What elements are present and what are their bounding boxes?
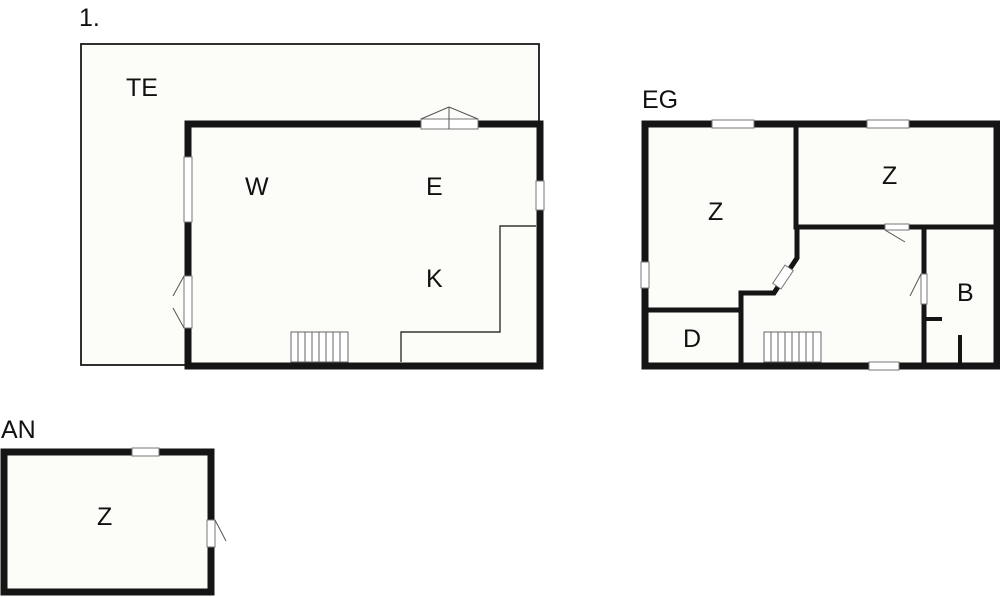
ground-door-upper-right xyxy=(884,223,910,231)
upper-interior-floor xyxy=(188,124,540,366)
kitchen-counter xyxy=(400,225,536,362)
level-label-ground: EG xyxy=(642,86,678,114)
ground-window-left xyxy=(640,261,650,289)
ground-interior-floor xyxy=(645,124,997,366)
ground-window-bottom xyxy=(868,361,900,371)
annex-door-right xyxy=(206,519,216,548)
room-label-ground-right: Z xyxy=(882,162,897,190)
room-label-living: W xyxy=(245,173,269,201)
ground-window-top-left xyxy=(711,119,755,129)
ground-floor-plan: EG Z Z D B xyxy=(640,86,1000,371)
annex-floor-plan: AN Z xyxy=(0,416,227,596)
room-label-ground-left: Z xyxy=(708,198,723,226)
ground-window-top-right xyxy=(866,119,910,129)
upper-window-left xyxy=(183,156,193,223)
annex-window-top xyxy=(131,447,160,457)
upper-window-right xyxy=(535,180,545,211)
annex-interior-floor xyxy=(4,452,211,592)
room-label-annex: Z xyxy=(97,503,112,531)
upper-exterior-wall xyxy=(184,120,544,370)
upper-door-left xyxy=(183,275,193,329)
ground-door-diagonal xyxy=(772,264,794,290)
room-label-storage: D xyxy=(683,325,701,353)
room-label-terrace: TE xyxy=(126,74,158,102)
ground-door-bath xyxy=(920,273,928,305)
room-label-kitchen: K xyxy=(426,265,443,293)
room-label-bath: B xyxy=(957,279,974,307)
ground-exterior-wall xyxy=(641,120,1000,370)
upper-floor-plan: 1. TE W E K xyxy=(79,4,545,370)
upper-stair-treads xyxy=(297,332,341,362)
room-label-dining: E xyxy=(426,173,443,201)
level-label-upper: 1. xyxy=(79,4,100,32)
ground-stair-treads xyxy=(770,332,814,362)
level-label-annex: AN xyxy=(1,416,36,444)
